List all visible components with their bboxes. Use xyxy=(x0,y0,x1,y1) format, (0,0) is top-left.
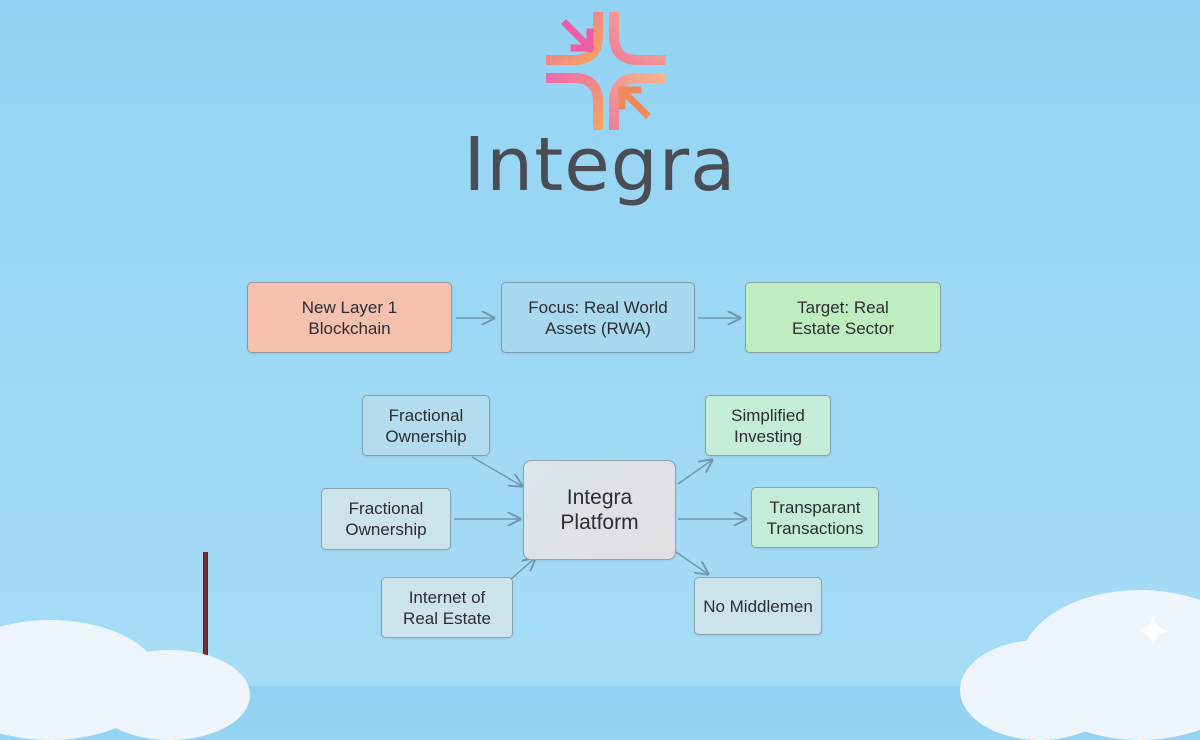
brand-title: Integra xyxy=(463,122,737,208)
flow-step-rwa-focus: Focus: Real World Assets (RWA) xyxy=(501,282,695,353)
hub-node-simplified-investing: Simplified Investing xyxy=(705,395,831,456)
flow-step-real-estate-target: Target: Real Estate Sector xyxy=(745,282,941,353)
sparkle-icon xyxy=(1137,615,1169,647)
hub-node-internet-of-real-estate: Internet of Real Estate xyxy=(381,577,513,638)
cloud-left-2 xyxy=(90,650,250,740)
hub-node-transparant-transactions: Transparant Transactions xyxy=(751,487,879,548)
integra-logo-icon xyxy=(546,12,666,130)
arrow-center-righttop xyxy=(677,460,712,485)
decorative-pole xyxy=(203,552,208,686)
hub-center-integra-platform: Integra Platform xyxy=(523,460,676,560)
arrow-center-rightbottom xyxy=(675,551,708,574)
hub-node-no-middlemen: No Middlemen xyxy=(694,577,822,635)
flow-step-blockchain: New Layer 1 Blockchain xyxy=(247,282,452,353)
arrow-leftbottom-center xyxy=(509,558,535,581)
hub-node-fractional-ownership-top: Fractional Ownership xyxy=(362,395,490,456)
hub-node-fractional-ownership-mid: Fractional Ownership xyxy=(321,488,451,550)
arrow-lefttop-center xyxy=(471,456,522,486)
connector-arrows xyxy=(454,0,1200,581)
cloud-right-2 xyxy=(960,640,1120,740)
